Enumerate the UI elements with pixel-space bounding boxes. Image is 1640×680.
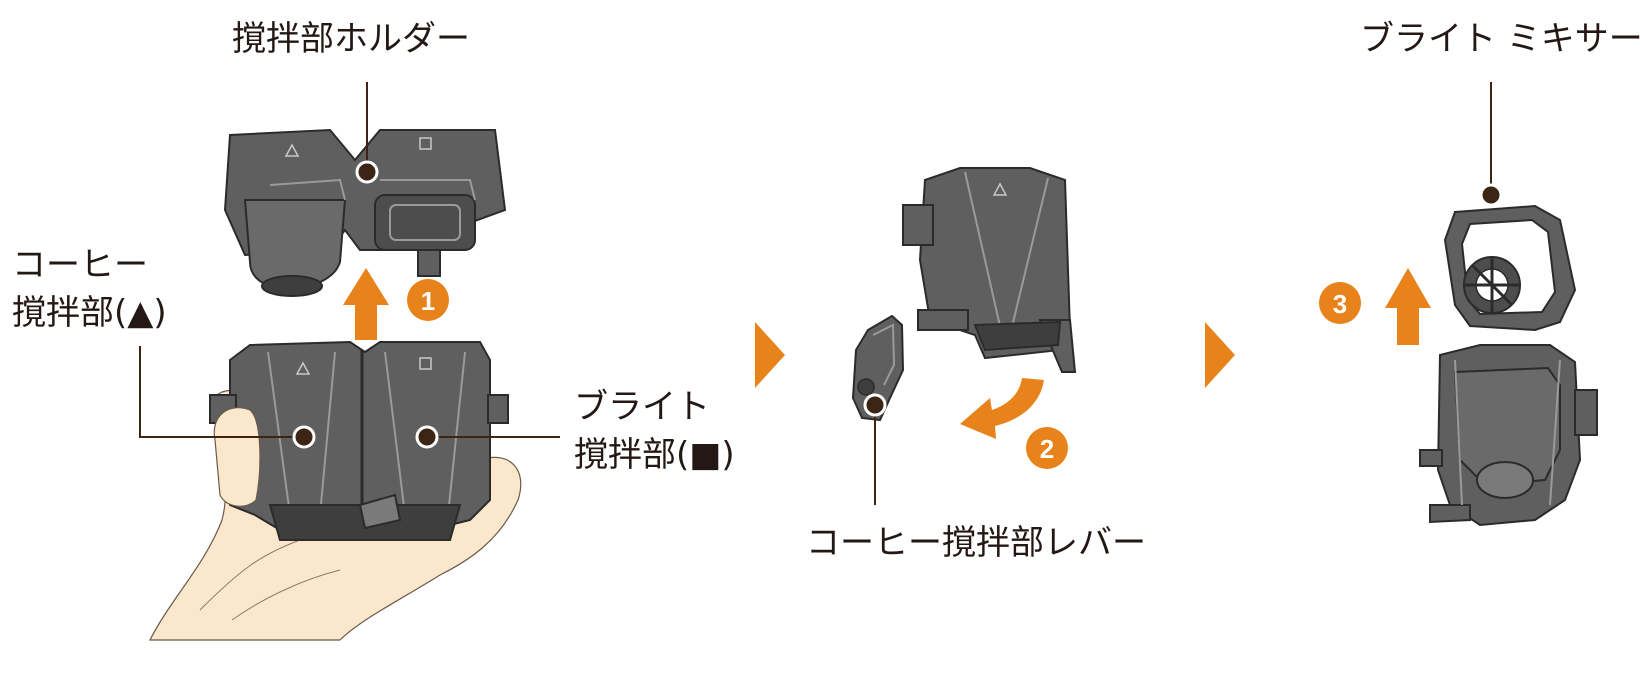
bright-mixer-label: ブライト ミキサー — [1360, 19, 1640, 59]
holder-label: 撹拌部ホルダー — [232, 19, 470, 59]
coffee-lever-label: コーヒー撹拌部レバー — [806, 523, 1146, 563]
coffee-stirrer-illustration — [902, 167, 1077, 373]
mixer-leader-dot — [1479, 183, 1503, 207]
step1-badge — [407, 279, 449, 321]
bright-mixer-illustration — [1443, 204, 1577, 332]
step3-number: 3 — [1333, 289, 1347, 319]
step2-badge — [1026, 427, 1068, 469]
step2-number: 2 — [1040, 434, 1054, 464]
coffee-stirrer-leader-dot — [292, 425, 316, 449]
bright-stirrer-body-illustration — [1419, 344, 1598, 527]
hand-thumb — [213, 407, 261, 507]
stirrer-pair-illustration — [209, 340, 509, 541]
coffee-stirrer-label-line1: コーヒー — [12, 245, 148, 285]
next-step-arrow-2 — [1205, 322, 1235, 388]
step2-curved-arrow — [960, 378, 1044, 439]
lever-leader-dot — [863, 393, 887, 417]
step3-badge — [1319, 282, 1361, 324]
step1-up-arrow — [343, 268, 389, 340]
step1-number: 1 — [421, 286, 435, 316]
stirrer-holder-illustration — [223, 128, 507, 297]
holder-leader-dot — [355, 160, 379, 184]
coffee-stirrer-label-line2: 撹拌部(▲) — [12, 293, 167, 333]
bright-stirrer-leader-dot — [415, 425, 439, 449]
bright-stirrer-label-line1: ブライト — [574, 387, 710, 427]
next-step-arrow-1 — [755, 322, 785, 388]
bright-stirrer-label-line2: 撹拌部(■) — [574, 435, 735, 475]
coffee-stirrer-leader-line — [139, 346, 304, 438]
step3-up-arrow — [1385, 268, 1431, 345]
